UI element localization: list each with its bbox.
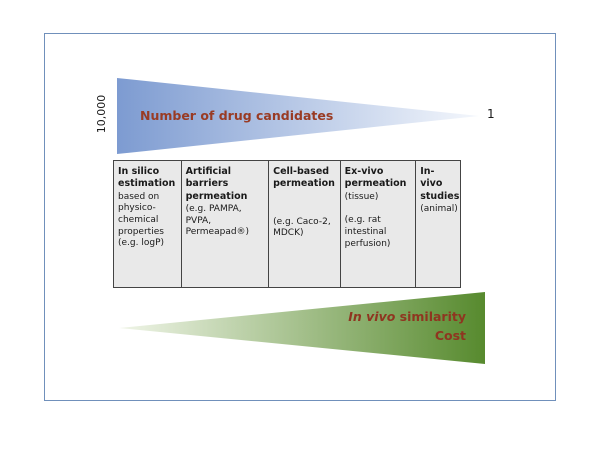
method-title: Ex-vivo permeation	[344, 166, 407, 190]
similarity-cost-funnel-shape	[119, 292, 485, 364]
method-title: Artificial barriers permeation	[185, 166, 248, 202]
method-detail: (e.g. rat intestinal perfusion)	[344, 215, 391, 249]
method-title: Cell-based permeation	[273, 166, 335, 190]
method-detail: based on physico-chemical properties (e.…	[118, 191, 165, 249]
method-column-in-vivo: In-vivo studies (animal)	[416, 161, 460, 287]
method-title: In-vivo studies	[420, 166, 460, 202]
similarity-cost-labels: In vivo similarity Cost	[245, 307, 466, 346]
method-detail: (e.g. PAMPA, PVPA, Permeapad®)	[185, 204, 250, 238]
method-column-ex-vivo: Ex-vivo permeation (tissue) (e.g. rat in…	[341, 161, 417, 287]
methods-table: In silico estimation based on physico-ch…	[113, 160, 461, 288]
candidates-funnel-polygon	[117, 78, 479, 154]
similarity-label-rest: similarity	[395, 309, 466, 324]
figure-frame: 10,000 Number of drug candidates 1 In si…	[44, 33, 556, 401]
funnel-end-count: 1	[487, 107, 495, 121]
method-title: In silico estimation	[118, 166, 176, 190]
method-column-in-silico: In silico estimation based on physico-ch…	[114, 161, 182, 287]
cost-label: Cost	[434, 328, 466, 344]
method-detail: (animal)	[420, 204, 458, 215]
method-column-cell-based: Cell-based permeation (e.g. Caco-2, MDCK…	[269, 161, 341, 287]
funnel-start-count: 10,000	[94, 94, 108, 134]
similarity-label-italic: In vivo	[348, 309, 396, 324]
method-detail: (e.g. Caco-2, MDCK)	[273, 216, 331, 239]
similarity-cost-funnel-polygon	[119, 292, 485, 364]
candidates-funnel-shape	[117, 78, 479, 154]
method-column-artificial-barriers: Artificial barriers permeation (e.g. PAM…	[182, 161, 270, 287]
similarity-label: In vivo similarity	[245, 307, 466, 326]
method-detail: (tissue)	[344, 191, 379, 202]
candidates-funnel-label: Number of drug candidates	[140, 108, 334, 123]
